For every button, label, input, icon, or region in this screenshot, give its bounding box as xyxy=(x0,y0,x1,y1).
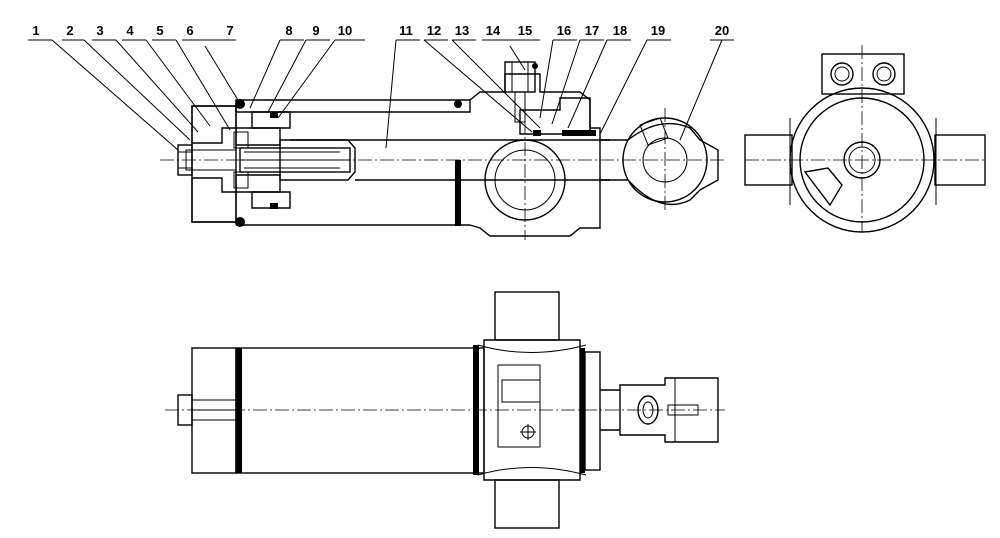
part-label-19: 19 xyxy=(651,23,665,38)
part-label-7: 7 xyxy=(226,23,233,38)
section-view-top xyxy=(160,61,725,240)
part-labels: 1 2 3 4 5 6 7 8 9 10 11 12 13 14 15 16 1… xyxy=(32,23,729,38)
part-label-17: 17 xyxy=(585,23,599,38)
part-label-6: 6 xyxy=(186,23,193,38)
part-label-12: 12 xyxy=(427,23,441,38)
part-label-2: 2 xyxy=(66,23,73,38)
part-label-18: 18 xyxy=(613,23,627,38)
part-label-10: 10 xyxy=(338,23,352,38)
part-label-16: 16 xyxy=(557,23,571,38)
part-label-8: 8 xyxy=(285,23,292,38)
part-label-3: 3 xyxy=(96,23,103,38)
part-label-5: 5 xyxy=(156,23,163,38)
end-view-right xyxy=(744,45,986,233)
part-label-4: 4 xyxy=(126,23,134,38)
exterior-view-bottom xyxy=(165,291,725,529)
part-label-11: 11 xyxy=(399,23,413,38)
part-label-20: 20 xyxy=(715,23,729,38)
part-label-14: 14 xyxy=(486,23,501,38)
part-label-15: 15 xyxy=(518,23,532,38)
part-label-13: 13 xyxy=(455,23,469,38)
part-label-9: 9 xyxy=(312,23,319,38)
leader-lines xyxy=(28,39,734,151)
part-label-1: 1 xyxy=(32,23,39,38)
